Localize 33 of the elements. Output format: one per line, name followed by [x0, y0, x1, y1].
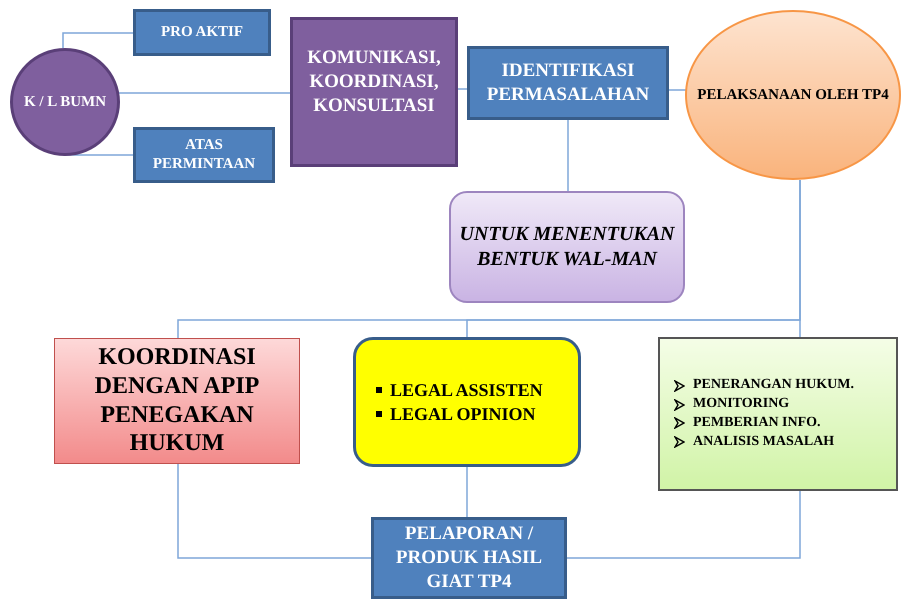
- connector-line: [119, 92, 290, 94]
- connector-line: [567, 491, 801, 559]
- list-item-text: PENERANGAN HUKUM.: [693, 376, 854, 394]
- connector-line: [177, 464, 371, 559]
- node-label: PELAKSANAAN OLEH TP4: [697, 86, 889, 104]
- connector-line: [567, 120, 569, 191]
- label-box: [133, 9, 271, 56]
- list-item-text: LEGAL ASSISTEN: [390, 379, 543, 402]
- list-box: [353, 337, 581, 467]
- node-label: KOORDINASI DENGAN APIP PENEGAKAN HUKUM: [94, 343, 260, 458]
- rounded-box: [449, 191, 685, 303]
- process-box: [54, 338, 300, 464]
- node-label: ATAS PERMINTAAN: [152, 136, 256, 174]
- label-box: [133, 127, 275, 183]
- connector-line: [466, 467, 468, 517]
- list-item-text: LEGAL OPINION: [390, 403, 536, 426]
- node-label: UNTUK MENENTUKAN BENTUK WAL-MAN: [458, 222, 676, 272]
- list-item-text: MONITORING: [693, 395, 790, 414]
- list-box: [658, 337, 898, 491]
- connector-line: [62, 32, 133, 48]
- node-label: PRO AKTIF: [160, 23, 244, 42]
- list-item-text: ANALISIS MASALAH: [693, 432, 834, 451]
- connector-line: [669, 89, 687, 91]
- process-box: [467, 46, 669, 120]
- process-box: [371, 517, 567, 599]
- node-label: IDENTIFIKASI PERMASALAHAN: [486, 59, 650, 107]
- connector-line: [799, 180, 801, 337]
- node-label: K / L BUMN: [24, 92, 106, 112]
- process-box: [290, 17, 458, 167]
- connector-line: [458, 88, 467, 90]
- node-label: PELAPORAN / PRODUK HASIL GIAT TP4: [394, 522, 544, 594]
- list-item-text: PEMBERIAN INFO.: [693, 414, 821, 432]
- node-label: KOMUNIKASI, KOORDINASI, KONSULTASI: [306, 46, 442, 118]
